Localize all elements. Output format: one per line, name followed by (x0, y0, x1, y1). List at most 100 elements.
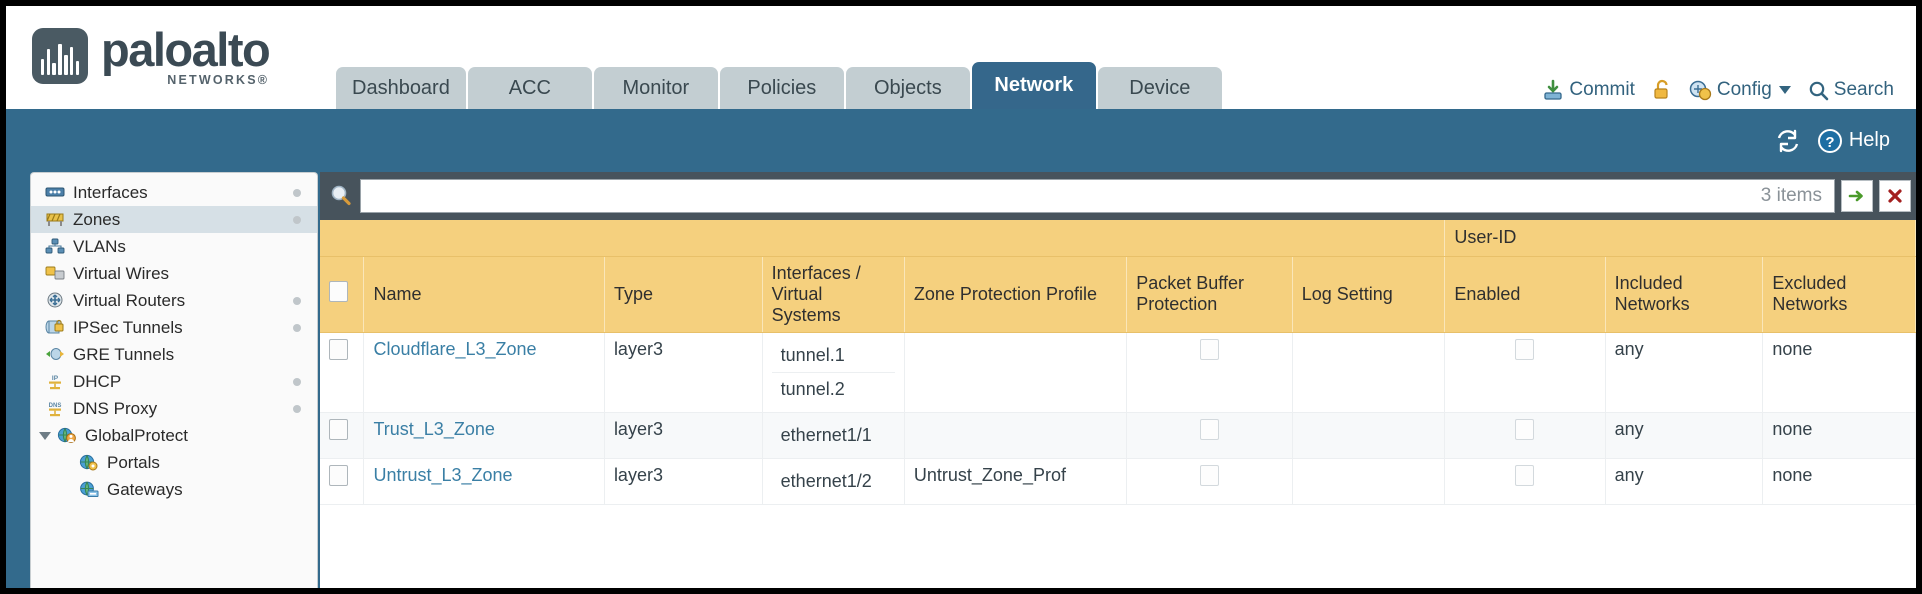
col-header-interfaces[interactable]: Interfaces / Virtual Systems (762, 256, 905, 333)
col-header-excluded-networks[interactable]: Excluded Networks (1762, 256, 1916, 333)
tab-monitor[interactable]: Monitor (593, 67, 718, 109)
status-dot (293, 296, 301, 305)
status-dot (293, 215, 301, 224)
cell-zone-protection (904, 412, 1128, 459)
brand-logo[interactable]: paloalto NETWORKS® (32, 23, 271, 87)
commit-label: Commit (1569, 79, 1635, 100)
apply-filter-button[interactable] (1841, 180, 1873, 212)
table-header-row: Name Type Interfaces / Virtual Systems Z… (320, 256, 1916, 333)
tab-network[interactable]: Network (971, 62, 1096, 109)
col-header-included-networks[interactable]: Included Networks (1605, 256, 1764, 333)
brand-text: paloalto NETWORKS® (101, 23, 271, 87)
col-header-name[interactable]: Name (363, 256, 605, 333)
tab-dashboard[interactable]: Dashboard (336, 67, 466, 109)
commit-button[interactable]: Commit (1542, 79, 1635, 101)
sidebar-item-portals[interactable]: Portals (31, 449, 317, 476)
sidebar-label-portals: Portals (107, 452, 160, 472)
interface-entry: tunnel.1 (780, 344, 845, 365)
packet-buffer-checkbox[interactable] (1200, 338, 1219, 360)
unlock-button[interactable] (1652, 79, 1672, 101)
row-checkbox[interactable] (329, 464, 348, 486)
status-dot (293, 377, 301, 386)
sidebar-item-interfaces[interactable]: Interfaces (31, 179, 317, 206)
cell-packet-buffer (1126, 332, 1293, 413)
expand-caret-icon[interactable] (39, 431, 51, 440)
commit-icon (1544, 79, 1563, 100)
unlock-icon (1654, 79, 1668, 99)
row-checkbox[interactable] (329, 418, 348, 440)
table-row[interactable]: Untrust_L3_Zone layer3 ethernet1/2 Untru… (320, 458, 1916, 505)
table-group-header-row: User-ID (320, 220, 1916, 257)
filter-search-icon[interactable] (328, 183, 354, 209)
tab-objects[interactable]: Objects (845, 67, 970, 109)
items-count: 3 items (1760, 185, 1822, 206)
zone-link[interactable]: Untrust_L3_Zone (373, 464, 513, 485)
tab-policies[interactable]: Policies (719, 67, 844, 109)
sidebar-item-vlans[interactable]: VLANs (31, 233, 317, 260)
user-id-enabled-checkbox[interactable] (1515, 418, 1535, 440)
user-id-enabled-checkbox[interactable] (1515, 464, 1535, 486)
cell-excluded-networks: none (1762, 458, 1916, 505)
tab-acc[interactable]: ACC (467, 67, 592, 109)
clear-filter-button[interactable] (1879, 180, 1911, 212)
zones-icon (45, 211, 65, 229)
col-header-packet-buffer[interactable]: Packet Buffer Protection (1126, 256, 1293, 333)
select-all-checkbox[interactable] (329, 281, 348, 302)
packet-buffer-checkbox[interactable] (1200, 418, 1219, 440)
cell-name[interactable]: Untrust_L3_Zone (363, 458, 605, 505)
status-dot (293, 404, 301, 413)
interface-entry: ethernet1/2 (780, 470, 872, 491)
sidebar-label-vlans: VLANs (73, 236, 126, 256)
table-row[interactable]: Trust_L3_Zone layer3 ethernet1/1 any non… (320, 412, 1916, 459)
paloalto-logo-icon (32, 28, 88, 85)
col-header-log-setting[interactable]: Log Setting (1292, 256, 1446, 333)
globalprotect-icon (57, 427, 77, 445)
network-sidebar: Interfaces Zones VLANs Vir (30, 172, 318, 588)
search-button[interactable]: Search (1808, 79, 1894, 101)
cell-packet-buffer (1126, 412, 1293, 459)
interface-entry: tunnel.2 (771, 371, 895, 406)
sidebar-item-dhcp[interactable]: IP DHCP (31, 368, 317, 395)
tab-device[interactable]: Device (1097, 67, 1222, 109)
sidebar-item-gre-tunnels[interactable]: GRE Tunnels (31, 341, 317, 368)
status-dot (293, 323, 301, 332)
col-header-type[interactable]: Type (604, 256, 763, 333)
svg-text:IP: IP (52, 375, 59, 382)
zone-link[interactable]: Cloudflare_L3_Zone (373, 338, 537, 359)
table-row[interactable]: Cloudflare_L3_Zone layer3 tunnel.1 tunne… (320, 332, 1916, 413)
help-label: Help (1848, 129, 1890, 151)
filter-input[interactable]: 3 items (360, 179, 1835, 213)
dhcp-icon: IP (45, 373, 65, 391)
blank-group-cell (320, 220, 1446, 257)
help-button[interactable]: ? Help (1817, 128, 1890, 154)
cell-name[interactable]: Trust_L3_Zone (363, 412, 605, 459)
row-select-cell (320, 412, 365, 459)
vlans-icon (45, 238, 65, 256)
sidebar-item-virtual-routers[interactable]: Virtual Routers (31, 287, 317, 314)
refresh-icon[interactable] (1774, 128, 1802, 154)
filter-toolbar: 3 items (320, 172, 1916, 220)
config-menu[interactable]: Config (1689, 79, 1791, 101)
svg-text:DNS: DNS (49, 403, 62, 409)
row-checkbox[interactable] (329, 338, 348, 360)
sidebar-item-zones[interactable]: Zones (31, 206, 317, 233)
cell-included-networks: any (1605, 458, 1764, 505)
zones-table-scroll[interactable]: User-ID Name Type Interfaces / Virtual S… (320, 220, 1916, 588)
col-header-enabled[interactable]: Enabled (1444, 256, 1606, 333)
cell-log-setting (1292, 412, 1446, 459)
brand-name: paloalto (101, 23, 271, 76)
zone-link[interactable]: Trust_L3_Zone (373, 418, 495, 439)
virtual-wires-icon (45, 265, 65, 283)
sidebar-item-gateways[interactable]: Gateways (31, 476, 317, 503)
chevron-down-icon (1778, 86, 1791, 94)
packet-buffer-checkbox[interactable] (1200, 464, 1219, 486)
dns-proxy-icon: DNS (45, 400, 65, 418)
user-id-enabled-checkbox[interactable] (1515, 338, 1535, 360)
sidebar-item-dns-proxy[interactable]: DNS DNS Proxy (31, 395, 317, 422)
sidebar-item-virtual-wires[interactable]: Virtual Wires (31, 260, 317, 287)
sidebar-item-ipsec-tunnels[interactable]: IPSec Tunnels (31, 314, 317, 341)
cell-name[interactable]: Cloudflare_L3_Zone (363, 332, 605, 413)
col-header-zone-protection[interactable]: Zone Protection Profile (904, 256, 1128, 333)
sidebar-item-globalprotect[interactable]: GlobalProtect (31, 422, 317, 449)
